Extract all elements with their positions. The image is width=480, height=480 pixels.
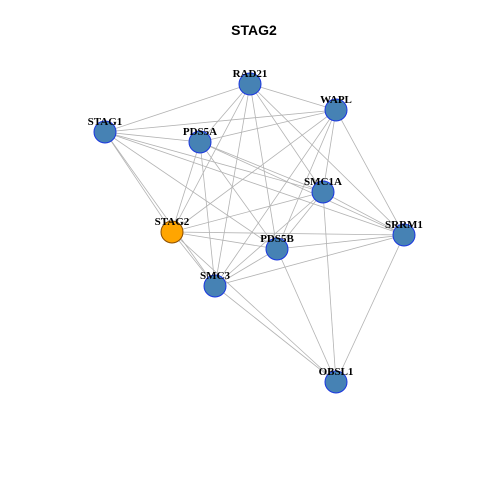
- edge-rad21-srrm1: [249, 83, 405, 236]
- edge-wapl-pds5a: [199, 109, 337, 143]
- node-smc1a: SMC1A: [304, 176, 342, 204]
- node-stag1: STAG1: [88, 116, 123, 144]
- node-circle-smc3: [203, 274, 227, 298]
- node-label-wapl: WAPL: [320, 94, 352, 106]
- edge-pds5a-stag2: [171, 141, 201, 233]
- node-smc3: SMC3: [200, 270, 230, 298]
- edge-pds5a-srrm1: [199, 141, 405, 236]
- edge-pds5b-smc3: [214, 248, 278, 287]
- node-wapl: WAPL: [320, 94, 352, 122]
- edge-smc1a-obsl1: [322, 191, 337, 383]
- edge-wapl-srrm1: [335, 109, 405, 236]
- edge-pds5a-pds5b: [199, 141, 278, 250]
- edge-stag1-smc3: [104, 131, 216, 287]
- edge-pds5b-obsl1: [276, 248, 337, 383]
- node-circle-wapl: [324, 98, 348, 122]
- edge-rad21-smc3: [214, 83, 251, 287]
- node-stag2: STAG2: [155, 216, 190, 244]
- node-label-smc1a: SMC1A: [304, 176, 342, 188]
- edge-rad21-pds5b: [249, 83, 278, 250]
- node-circle-pds5a: [188, 130, 212, 154]
- node-srrm1: SRRM1: [385, 219, 423, 247]
- node-rad21: RAD21: [233, 68, 268, 96]
- node-label-stag1: STAG1: [88, 116, 123, 128]
- edge-stag2-smc3: [171, 231, 216, 287]
- edge-smc3-obsl1: [214, 285, 337, 383]
- edge-stag1-srrm1: [104, 131, 405, 236]
- edge-srrm1-pds5b: [276, 234, 405, 250]
- node-pds5b: PDS5B: [260, 233, 294, 261]
- node-circle-stag1: [93, 120, 117, 144]
- edge-rad21-wapl: [249, 83, 337, 111]
- node-label-srrm1: SRRM1: [385, 219, 423, 231]
- edge-stag2-srrm1: [171, 231, 405, 236]
- edge-srrm1-smc3: [214, 234, 405, 287]
- edge-wapl-smc3: [214, 109, 337, 287]
- edge-smc1a-stag2: [171, 191, 324, 233]
- edge-smc1a-srrm1: [322, 191, 405, 236]
- edge-wapl-smc1a: [322, 109, 337, 193]
- edge-pds5a-smc1a: [199, 141, 324, 193]
- diagram-title: STAG2: [231, 22, 277, 38]
- edges-layer: [104, 83, 405, 383]
- edge-stag2-pds5b: [171, 231, 278, 250]
- node-label-pds5a: PDS5A: [183, 126, 217, 138]
- edge-srrm1-obsl1: [335, 234, 405, 383]
- node-circle-smc1a: [311, 180, 335, 204]
- node-circle-rad21: [238, 72, 262, 96]
- node-label-obsl1: OBSL1: [319, 366, 354, 378]
- node-label-smc3: SMC3: [200, 270, 230, 282]
- edge-stag1-pds5b: [104, 131, 278, 250]
- edge-wapl-pds5b: [276, 109, 337, 250]
- node-label-pds5b: PDS5B: [260, 233, 294, 245]
- node-circle-pds5b: [265, 237, 289, 261]
- edge-stag1-wapl: [104, 109, 337, 133]
- node-obsl1: OBSL1: [319, 366, 354, 394]
- edge-rad21-pds5a: [199, 83, 251, 143]
- node-label-rad21: RAD21: [233, 68, 268, 80]
- edge-rad21-smc1a: [249, 83, 324, 193]
- edge-stag2-obsl1: [171, 231, 337, 383]
- edge-smc1a-pds5b: [276, 191, 324, 250]
- edge-stag1-pds5a: [104, 131, 201, 143]
- node-circle-obsl1: [324, 370, 348, 394]
- edge-stag1-stag2: [104, 131, 173, 233]
- edge-stag1-rad21: [104, 83, 251, 133]
- edge-smc1a-smc3: [214, 191, 324, 287]
- edge-wapl-stag2: [171, 109, 337, 233]
- node-circle-srrm1: [392, 223, 416, 247]
- edge-pds5a-smc3: [199, 141, 216, 287]
- edge-rad21-stag2: [171, 83, 251, 233]
- node-circle-stag2: [160, 220, 184, 244]
- node-pds5a: PDS5A: [183, 126, 217, 154]
- node-label-stag2: STAG2: [155, 216, 190, 228]
